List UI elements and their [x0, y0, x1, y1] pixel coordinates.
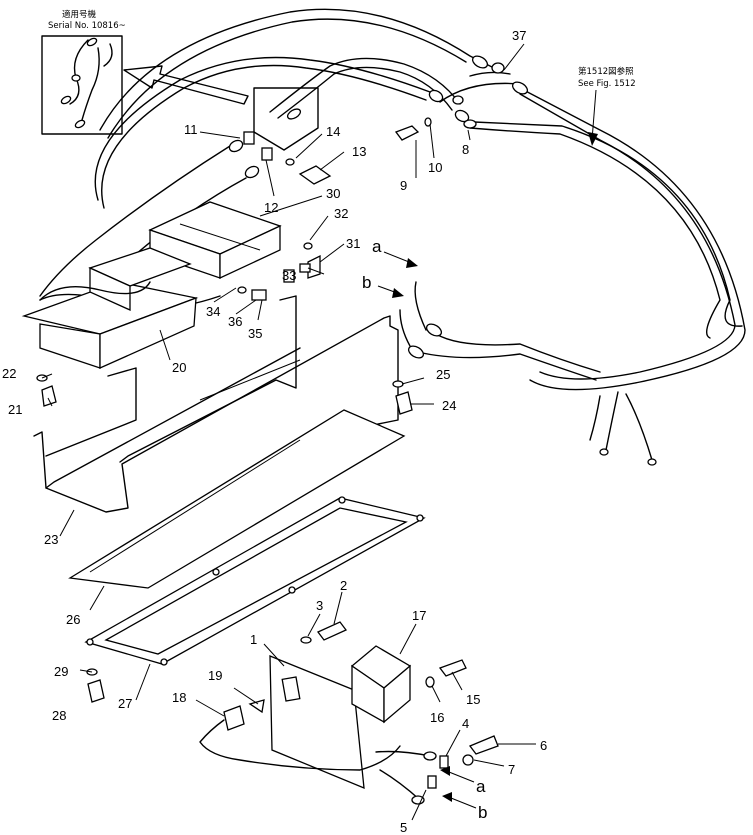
label-28: 28	[52, 708, 66, 723]
relay-bracket	[269, 645, 412, 790]
label-3: 3	[316, 598, 323, 613]
label-24: 24	[442, 398, 456, 413]
label-4: 4	[462, 716, 469, 731]
label-35: 35	[248, 326, 262, 341]
label-7: 7	[508, 762, 515, 777]
inset-note-serial: Serial No. 10816~	[48, 21, 126, 31]
label-b-top: b	[362, 273, 371, 292]
label-11: 11	[184, 122, 198, 137]
see-ref-jp: 第1512図参照	[578, 66, 634, 77]
label-30: 30	[326, 186, 340, 201]
label-a-bottom: a	[476, 777, 486, 796]
label-19: 19	[208, 668, 222, 683]
label-25: 25	[436, 367, 450, 382]
label-20: 20	[172, 360, 186, 375]
label-34: 34	[206, 304, 220, 319]
label-16: 16	[430, 710, 444, 725]
label-b-bottom: b	[478, 803, 487, 822]
label-14: 14	[326, 124, 340, 139]
label-10: 10	[428, 160, 442, 175]
label-21: 21	[8, 402, 22, 417]
label-18: 18	[172, 690, 186, 705]
label-29: 29	[54, 664, 68, 679]
label-17: 17	[412, 608, 426, 623]
connector-18	[199, 699, 437, 805]
see-ref-en: See Fig. 1512	[578, 79, 636, 89]
label-2: 2	[340, 578, 347, 593]
label-8: 8	[462, 142, 469, 157]
serial-inset: 適用号機 Serial No. 10816~	[41, 9, 126, 135]
detail-arrow	[123, 65, 249, 105]
label-12: 12	[264, 200, 278, 215]
box-20	[21, 247, 199, 370]
frame-27	[84, 496, 426, 666]
plate-26	[68, 409, 406, 589]
harness-connectors	[228, 55, 657, 466]
part-labels: 11 12 13 14 30 32 31 33 34 36 35 20 22 2…	[2, 28, 547, 835]
direction-arrows	[377, 132, 598, 809]
leader-lines	[41, 43, 597, 821]
label-36: 36	[228, 314, 242, 329]
label-15: 15	[466, 692, 480, 707]
label-23: 23	[44, 532, 58, 547]
label-33: 33	[282, 268, 296, 283]
wire-harness	[39, 8, 746, 461]
callout-bracket	[253, 87, 319, 151]
label-13: 13	[352, 144, 366, 159]
label-27: 27	[118, 696, 132, 711]
inset-note-jp: 適用号機	[62, 9, 97, 20]
hardware	[36, 117, 499, 789]
label-a-top: a	[372, 237, 382, 256]
label-5: 5	[400, 820, 407, 835]
label-1: 1	[250, 632, 257, 647]
label-9: 9	[400, 178, 407, 193]
bracket-23	[33, 295, 399, 513]
label-37: 37	[512, 28, 526, 43]
label-31: 31	[346, 236, 360, 251]
label-26: 26	[66, 612, 80, 627]
label-6: 6	[540, 738, 547, 753]
label-22: 22	[2, 366, 16, 381]
controller-unit	[148, 201, 282, 280]
label-32: 32	[334, 206, 348, 221]
